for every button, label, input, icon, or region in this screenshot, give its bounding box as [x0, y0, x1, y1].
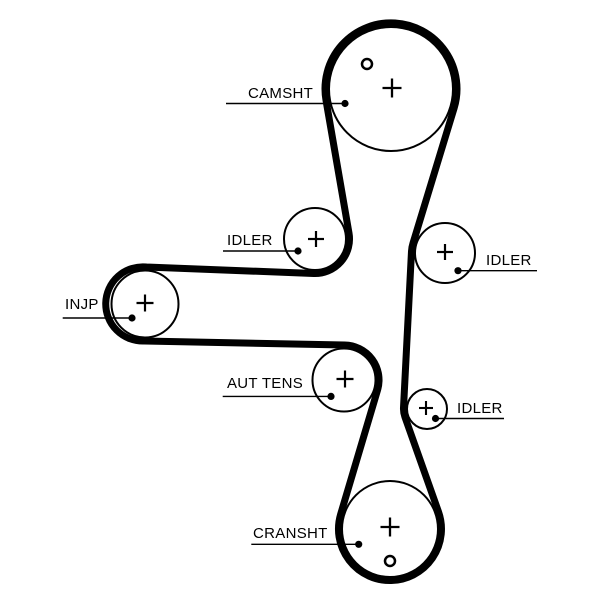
idler-upper-left-center-cross-icon	[308, 231, 324, 247]
crankshaft-alignment-mark-icon	[383, 554, 397, 568]
idler-lower-right-leader-dot	[431, 414, 440, 423]
idler-lower-right-label: IDLER	[457, 399, 503, 417]
idler-upper-left-leader-dot	[294, 247, 302, 255]
leader-dots	[128, 99, 462, 548]
timing-belt-path	[102, 19, 461, 585]
camshaft-center-cross-icon	[382, 78, 402, 98]
camshaft-label: CAMSHT	[248, 84, 314, 102]
crankshaft-label: CRANSHT	[253, 524, 328, 542]
injection-pump-leader-dot	[128, 314, 136, 322]
auto-tensioner-label: AUT TENS	[227, 375, 304, 392]
crankshaft-center-cross-icon	[380, 517, 400, 537]
leader-lines	[62, 102, 537, 545]
idler-upper-right-leader-dot	[454, 267, 462, 275]
auto-tensioner-leader-dot	[327, 392, 335, 400]
injection-pump-label: INJP	[65, 295, 99, 313]
auto-tensioner-center-cross-icon	[336, 370, 354, 388]
idler-upper-right-label: IDLER	[486, 252, 532, 269]
idler-upper-right-center-cross-icon	[437, 244, 453, 260]
idler-lower-right-center-cross-icon	[419, 401, 433, 415]
crankshaft-leader-dot	[355, 540, 363, 548]
camshaft-alignment-mark-icon	[360, 57, 374, 71]
injection-pump-center-cross-icon	[136, 294, 154, 312]
idler-upper-left-label: IDLER	[227, 232, 273, 249]
camshaft-leader-dot	[341, 99, 349, 108]
